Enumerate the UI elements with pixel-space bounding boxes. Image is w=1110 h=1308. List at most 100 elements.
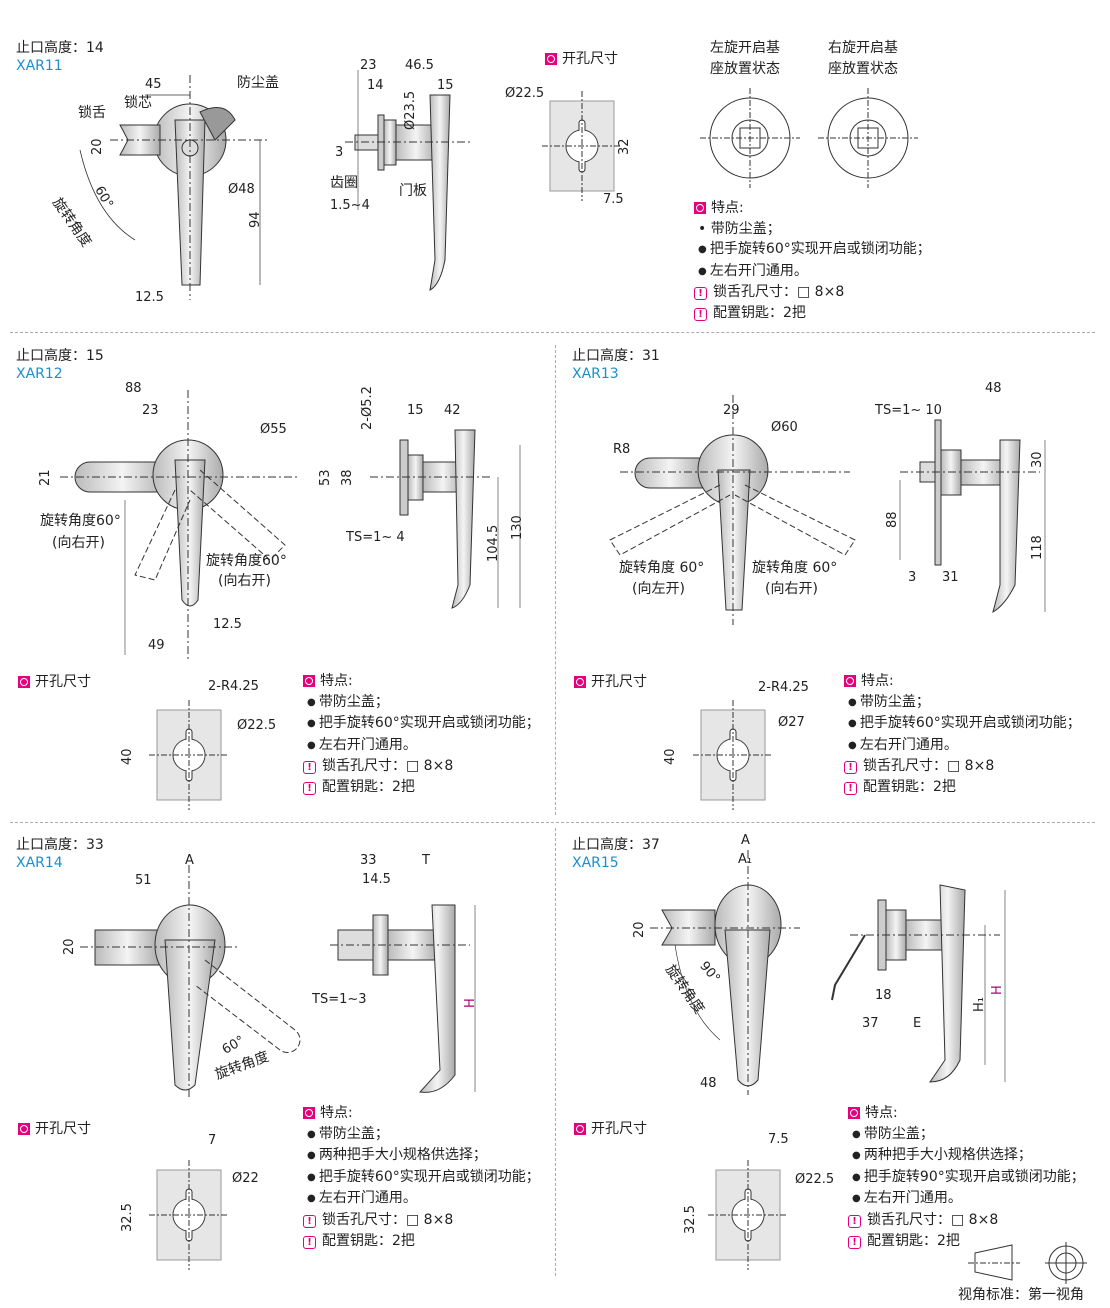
notice-icon: ! <box>848 1214 861 1228</box>
section-marker-icon <box>545 53 557 65</box>
dim-label: Ø22.5 <box>505 86 545 101</box>
dim-label: 31 <box>942 570 959 585</box>
dim-label: 48 <box>985 381 1002 396</box>
section-marker-icon <box>574 676 586 688</box>
xar11-front-drawing <box>79 75 270 300</box>
dim-label: 20 <box>62 938 77 955</box>
heading-text: 开孔尺寸 <box>562 51 618 67</box>
state-label: 座放置状态 <box>828 61 898 77</box>
dim-label: 23 <box>360 58 377 73</box>
dim-label: Ø48 <box>228 182 255 197</box>
dim-label: TS=1~3 <box>312 992 367 1007</box>
feature-item: 把手旋转60°实现开启或锁闭功能； <box>694 239 931 261</box>
xar13-side-drawing <box>899 419 1046 614</box>
note-item: 配置钥匙：2把 <box>713 304 806 321</box>
section-marker-icon <box>18 1123 30 1135</box>
dim-label: 2-R4.25 <box>758 680 809 695</box>
features-title: 特点: <box>320 673 353 689</box>
dim-label: 3 <box>908 570 917 585</box>
rotation-label: (向右开) <box>765 581 818 597</box>
dim-label: 3 <box>335 145 344 160</box>
dim-label: Ø23.5 <box>403 90 418 130</box>
dim-label: H <box>990 985 1005 995</box>
dim-label: 45 <box>145 77 162 92</box>
dim-label: 51 <box>135 873 152 888</box>
feature-item: 带防尘盖； <box>303 692 540 714</box>
dim-label: Ø22 <box>232 1171 259 1186</box>
note-item: 配置钥匙：2把 <box>322 1232 415 1249</box>
features-title: 特点: <box>861 673 894 689</box>
dim-label: 15 <box>407 403 424 418</box>
section-marker-icon <box>844 675 856 688</box>
rotation-label: (向右开) <box>218 573 271 589</box>
state-circles <box>700 88 918 188</box>
dim-label: 33 <box>360 853 377 868</box>
divider <box>10 822 1095 823</box>
dim-label: 2-R4.25 <box>208 679 259 694</box>
dim-label: TS=1~ 10 <box>875 403 942 418</box>
dim-label: 15 <box>437 78 454 93</box>
features-list: 特点: 带防尘盖； 两种把手大小规格供选择； 把手旋转60°实现开启或锁闭功能；… <box>303 1103 540 1251</box>
heading-text: 开孔尺寸 <box>35 1121 91 1137</box>
feature-item: • 带防尘盖； <box>698 220 781 237</box>
xar12-front-drawing <box>60 390 300 660</box>
notice-icon: ! <box>848 1235 861 1249</box>
xar11-side-drawing <box>345 70 470 291</box>
feature-item: 带防尘盖； <box>844 692 1081 714</box>
section-marker-icon <box>574 1123 586 1135</box>
dim-label: A <box>741 833 750 848</box>
stop-height: 止口高度：31 <box>572 348 660 364</box>
rotation-label: 旋转角度60° <box>40 513 121 529</box>
dim-label: 23 <box>142 403 159 418</box>
callout-label: 锁芯 <box>124 95 152 111</box>
dim-label: 12.5 <box>213 617 242 632</box>
feature-item: 左右开门通用。 <box>844 735 1081 757</box>
model-code: XAR13 <box>572 366 619 382</box>
feature-item: 两种把手大小规格供选择； <box>848 1145 1085 1167</box>
hole-size-heading: 开孔尺寸 <box>18 674 91 690</box>
features-list: 特点: 带防尘盖； 两种把手大小规格供选择； 把手旋转90°实现开启或锁闭功能；… <box>848 1103 1085 1251</box>
note-item: 配置钥匙：2把 <box>863 778 956 795</box>
dim-label: 20 <box>90 138 105 155</box>
feature-item: 左右开门通用。 <box>303 1188 540 1210</box>
dim-label: 38 <box>340 469 355 486</box>
divider <box>10 332 1095 333</box>
dim-label: 104.5 <box>486 524 501 562</box>
dim-label: 32.5 <box>120 1203 135 1232</box>
dim-label: 40 <box>120 748 135 765</box>
notice-icon: ! <box>844 761 857 775</box>
dim-label: 7 <box>208 1133 217 1148</box>
model-code: XAR12 <box>16 366 63 382</box>
xar15-side-drawing <box>831 884 1006 1083</box>
note-item: 配置钥匙：2把 <box>322 778 415 795</box>
divider <box>555 345 556 815</box>
stop-height: 止口高度：15 <box>16 348 104 364</box>
dim-label: H <box>463 998 478 1008</box>
dim-label: 88 <box>125 381 142 396</box>
feature-item: 把手旋转90°实现开启或锁闭功能； <box>848 1167 1085 1189</box>
dim-label: 20 <box>632 921 647 938</box>
dim-label: 53 <box>318 469 333 486</box>
notice-icon: ! <box>303 1235 316 1249</box>
feature-item: 两种把手大小规格供选择； <box>303 1145 540 1167</box>
note-item: 锁舌孔尺寸：□ 8×8 <box>867 1211 999 1228</box>
section-marker-icon <box>848 1107 860 1120</box>
dim-label: 2-Ø5.2 <box>360 386 375 430</box>
stop-height: 止口高度：33 <box>16 837 104 853</box>
dim-label: A <box>185 853 194 868</box>
dim-label: TS=1~ 4 <box>346 530 405 545</box>
dim-label: E <box>913 1016 922 1031</box>
dim-label: 94 <box>248 211 263 228</box>
hole-size-heading: 开孔尺寸 <box>18 1121 91 1137</box>
dim-label: 29 <box>723 403 740 418</box>
dim-label: R8 <box>613 442 631 457</box>
features-title: 特点: <box>711 200 744 216</box>
hole-size-heading: 开孔尺寸 <box>574 1121 647 1137</box>
xar14-side-drawing <box>330 904 476 1093</box>
dim-label: 37 <box>862 1016 879 1031</box>
rotation-label: (向左开) <box>632 581 685 597</box>
divider <box>555 828 556 1276</box>
section-marker-icon <box>694 202 706 215</box>
